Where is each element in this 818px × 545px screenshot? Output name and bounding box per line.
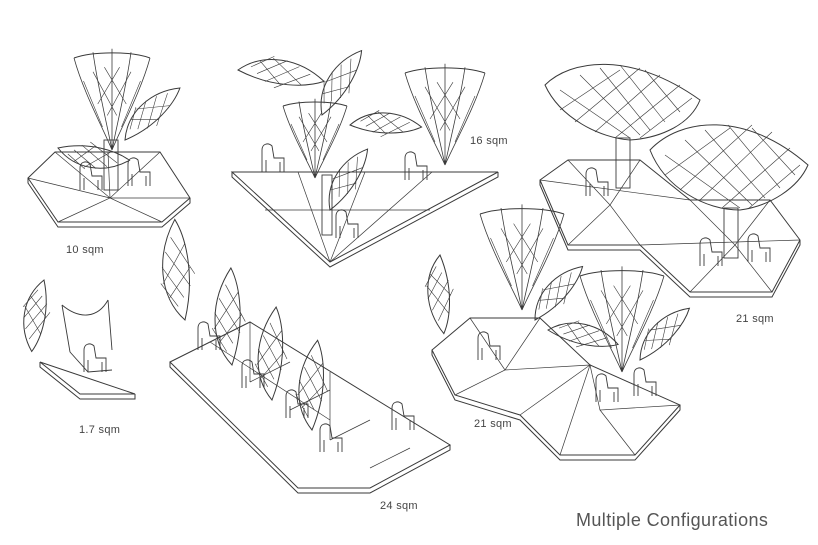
- bowl-lattice: [665, 125, 800, 209]
- page-title: Multiple Configurations: [576, 510, 769, 530]
- config-21sqm-a: [407, 203, 701, 460]
- triangle-base-edge: [232, 172, 498, 267]
- triangle-base: [40, 362, 135, 394]
- unit-frame: [62, 300, 112, 372]
- tile-lines: [540, 160, 800, 292]
- config-21sqm-b: [540, 64, 808, 297]
- bowl-canopy: [545, 64, 700, 140]
- tile-lines: [28, 152, 190, 222]
- row-base: [170, 322, 450, 488]
- hex-base-edge: [432, 350, 680, 460]
- config-1-7sqm: [8, 279, 135, 399]
- config-24sqm: [142, 218, 450, 493]
- config-10sqm: [28, 48, 190, 227]
- area-label-24sqm: 24 sqm: [380, 500, 418, 512]
- area-label-10sqm: 10 sqm: [66, 244, 104, 256]
- trunk: [103, 139, 119, 191]
- trunk: [321, 174, 333, 236]
- hex-base-edge: [540, 180, 800, 297]
- area-label-21sqm-b: 21 sqm: [736, 313, 774, 325]
- bowl-lattice: [560, 65, 692, 138]
- hex-base: [28, 152, 190, 222]
- area-label-16sqm: 16 sqm: [470, 135, 508, 147]
- bowl-canopy: [650, 125, 808, 210]
- triangle-base-edge: [40, 362, 135, 399]
- tile-lines: [265, 172, 432, 262]
- hex-base-edge: [28, 178, 190, 227]
- config-16sqm: [232, 35, 498, 267]
- area-label-21sqm-a: 21 sqm: [474, 418, 512, 430]
- hex-base: [432, 318, 680, 455]
- row-base-edge: [170, 362, 450, 493]
- area-label-1-7sqm: 1.7 sqm: [79, 424, 121, 436]
- trunk: [723, 207, 739, 259]
- tile-lines: [210, 322, 410, 468]
- trunk: [615, 137, 631, 189]
- tile-lines: [455, 318, 680, 455]
